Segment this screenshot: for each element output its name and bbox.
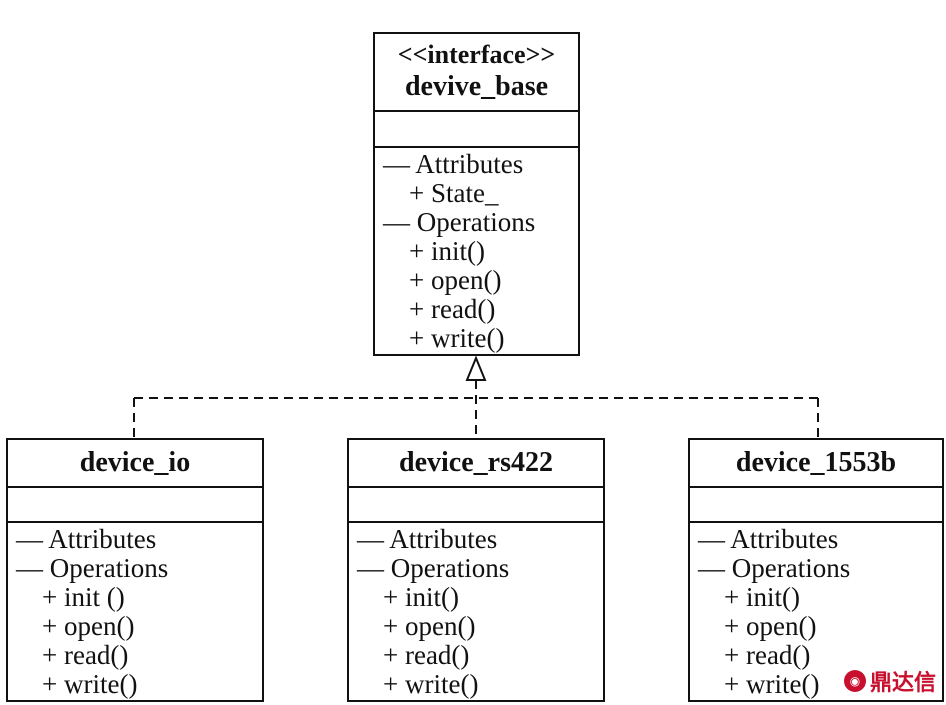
class-box-devive-base: <<interface>> devive_base — Attributes +… <box>373 32 580 356</box>
operation-item: + write() <box>383 669 479 699</box>
members-compartment: — Attributes — Operations + init() + ope… <box>349 523 603 700</box>
empty-compartment <box>349 488 603 523</box>
stereotype-label: <<interface>> <box>397 40 556 69</box>
class-name-section: <<interface>> devive_base <box>375 34 578 112</box>
operations-header: — Operations <box>357 553 510 583</box>
class-box-device-io: device_io — Attributes — Operations + in… <box>6 438 264 702</box>
operation-item: + read() <box>383 640 470 670</box>
operations-header: — Operations <box>383 207 536 237</box>
operation-item: + read() <box>42 640 129 670</box>
class-name: device_io <box>79 447 191 478</box>
empty-compartment <box>690 488 942 523</box>
attributes-header: — Attributes <box>16 524 157 554</box>
operations-header: — Operations <box>698 553 851 583</box>
members-compartment: — Attributes + State_ — Operations + ini… <box>375 148 578 354</box>
realization-arrowhead <box>465 355 487 381</box>
operation-item: + open() <box>42 611 135 641</box>
attributes-header: — Attributes <box>383 149 524 179</box>
operation-item: + read() <box>724 640 811 670</box>
attributes-header: — Attributes <box>357 524 498 554</box>
operation-item: + init () <box>42 582 125 612</box>
operation-item: + write() <box>724 669 820 699</box>
class-name: device_1553b <box>735 447 897 478</box>
attributes-header: — Attributes <box>698 524 839 554</box>
operation-item: + write() <box>42 669 138 699</box>
operation-item: + write() <box>409 323 505 353</box>
operation-item: + init() <box>383 582 459 612</box>
class-box-device-rs422: device_rs422 — Attributes — Operations +… <box>347 438 605 702</box>
operation-item: + open() <box>724 611 817 641</box>
operation-item: + open() <box>409 265 502 295</box>
empty-compartment <box>375 112 578 148</box>
watermark-logo: ◉ 鼎达信 <box>843 665 936 697</box>
attribute-item: + State_ <box>409 178 499 208</box>
class-name: devive_base <box>404 71 549 102</box>
logo-icon: ◉ <box>843 670 866 692</box>
operations-header: — Operations <box>16 553 169 583</box>
operation-item: + init() <box>409 236 485 266</box>
class-name-section: device_io <box>8 440 262 488</box>
members-compartment: — Attributes — Operations + init() + ope… <box>690 523 942 700</box>
operation-item: + init() <box>724 582 800 612</box>
class-box-device-1553b: device_1553b — Attributes — Operations +… <box>688 438 944 702</box>
operation-item: + read() <box>409 294 496 324</box>
members-compartment: — Attributes — Operations + init () + op… <box>8 523 262 700</box>
watermark-text: 鼎达信 <box>869 671 936 696</box>
class-name-section: device_rs422 <box>349 440 603 488</box>
class-name-section: device_1553b <box>690 440 942 488</box>
operation-item: + open() <box>383 611 476 641</box>
empty-compartment <box>8 488 262 523</box>
class-name: device_rs422 <box>399 447 553 478</box>
